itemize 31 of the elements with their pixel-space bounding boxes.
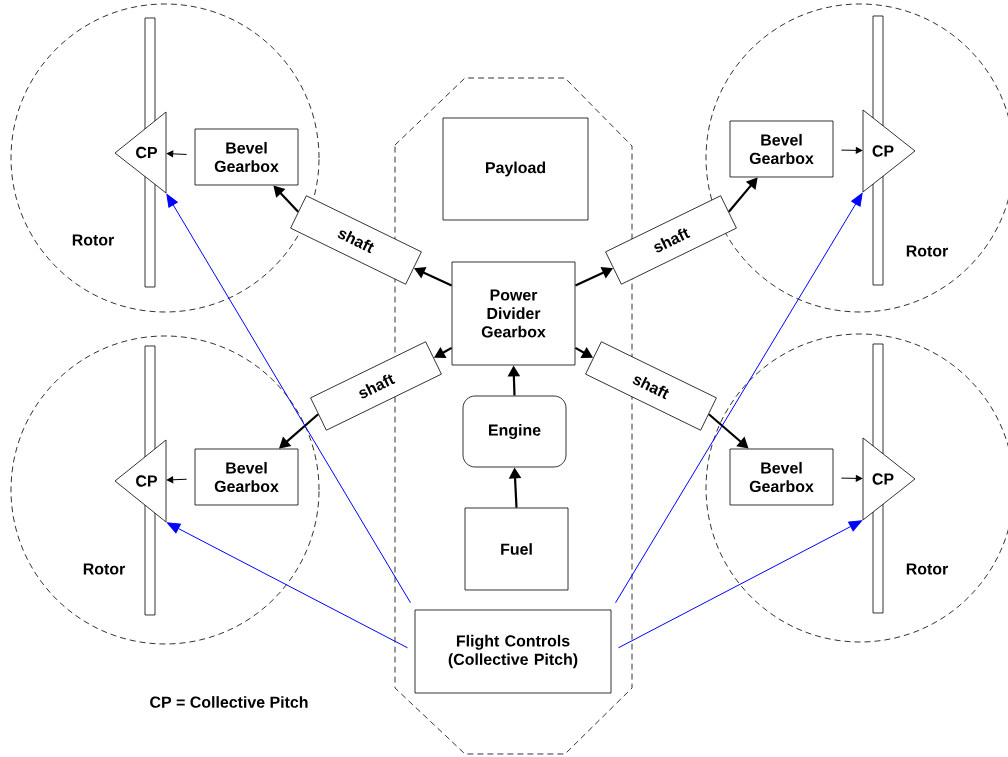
rounded-box: Engine <box>462 395 567 468</box>
component-box: Bevel Gearbox <box>729 120 834 178</box>
arrow <box>618 520 863 649</box>
fuselage-outline <box>394 77 633 755</box>
pitch-triangle: CP <box>114 111 167 194</box>
pitch-triangle: CP <box>114 439 167 523</box>
legend-note: CP = Collective Pitch <box>150 696 308 708</box>
component-box: Bevel Gearbox <box>194 448 299 506</box>
arrow <box>166 476 188 484</box>
component-box: Bevel Gearbox <box>729 448 834 506</box>
arrow <box>166 150 188 158</box>
arrow <box>279 413 319 449</box>
component-box: Flight Controls (Collective Pitch) <box>414 609 612 694</box>
arrow <box>166 193 411 604</box>
arrow <box>615 192 863 604</box>
pitch-triangle: CP <box>862 109 916 193</box>
shaft-box: shaft <box>605 195 737 285</box>
shaft-box: shaft <box>585 341 717 431</box>
arrow <box>840 147 863 154</box>
arrow <box>840 475 863 482</box>
shaft-box: shaft <box>290 195 422 285</box>
arrow <box>273 185 299 213</box>
component-box: Bevel Gearbox <box>194 128 299 186</box>
component-box: Power Divider Gearbox <box>451 261 576 366</box>
component-box: Fuel <box>464 507 569 591</box>
component-box: Payload <box>442 117 589 221</box>
shaft-box: shaft <box>310 341 442 431</box>
pitch-triangle: CP <box>862 437 916 521</box>
arrow <box>434 346 453 358</box>
arrow <box>414 267 453 287</box>
arrow <box>166 522 408 649</box>
